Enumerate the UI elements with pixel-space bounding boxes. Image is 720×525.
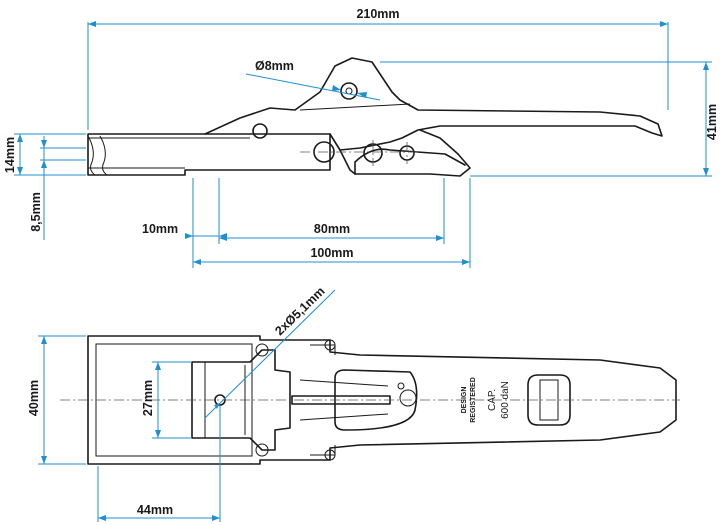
dim-mount-holes: 2xØ5,1mm	[272, 284, 327, 338]
dim-hole-distance-from-end: 44mm	[137, 503, 173, 517]
dim-hole-pitch-width: 27mm	[141, 380, 155, 416]
dim-hole-edge-offset: 10mm	[142, 222, 178, 236]
marking-capacity-value: 600 daN	[500, 381, 511, 419]
top-view: DESIGN REGISTERED CAP. 600 daN	[60, 335, 680, 465]
dim-hook-offset: 8,5mm	[29, 192, 43, 232]
dim-overall-height: 41mm	[705, 104, 719, 140]
dim-hole-spacing: 80mm	[314, 222, 350, 236]
marking-capacity-label: CAP.	[487, 389, 498, 411]
marking-registered: REGISTERED	[470, 377, 477, 423]
top-view-dimensions: 2xØ5,1mm 27mm 40mm 44mm	[27, 284, 336, 522]
dim-base-width: 40mm	[27, 380, 41, 416]
marking-design: DESIGN	[461, 387, 468, 414]
dim-base-thickness: 14mm	[3, 137, 17, 173]
side-view	[87, 57, 663, 177]
dim-overall-length: 210mm	[356, 7, 399, 21]
dim-pin-diameter: Ø8mm	[255, 59, 294, 73]
side-view-dimensions: 210mm Ø8mm 41mm 14mm 8,5mm	[3, 7, 719, 268]
dim-base-length: 100mm	[310, 246, 353, 260]
